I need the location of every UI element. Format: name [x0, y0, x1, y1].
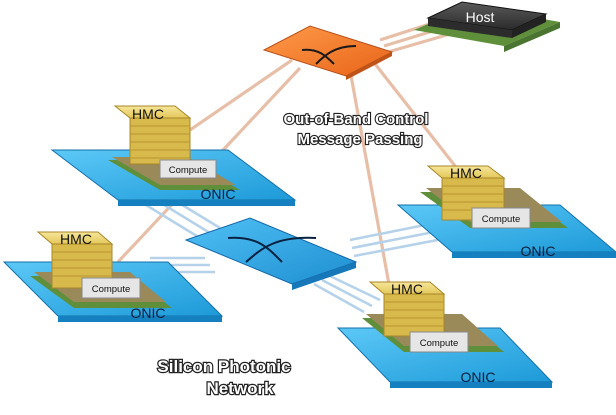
- compute-chip: [81, 277, 141, 299]
- control-link: [370, 59, 472, 186]
- network-label-line2: Network: [206, 379, 274, 398]
- hmc-label: HMC: [450, 165, 482, 181]
- control-switch-edge: [346, 52, 392, 80]
- hmc-label: HMC: [391, 281, 423, 297]
- crossbar-switch-icon: [227, 236, 317, 263]
- photonic-link: [353, 236, 449, 258]
- compute-label: Compute: [420, 338, 459, 349]
- hmc-top: [113, 105, 192, 119]
- node-top-left: HMC Compute ONIC: [50, 105, 297, 206]
- photonic-link: [321, 278, 373, 308]
- crossbar-switch-icon: [301, 45, 357, 65]
- photonic-switch: [184, 217, 358, 290]
- compute-label: Compute: [482, 214, 521, 225]
- network-annotation: Silicon Photonic Network: [156, 356, 292, 399]
- compute-chip: [409, 331, 469, 353]
- network-label-line1: Silicon Photonic: [157, 357, 290, 376]
- hmc-layers: [52, 251, 112, 277]
- photonic-switch-edge: [292, 262, 356, 290]
- host-chip-side: [512, 14, 546, 38]
- control-link: [348, 69, 392, 291]
- compute-chip: [471, 207, 531, 229]
- node-right: HMC Compute ONIC: [396, 165, 616, 259]
- host-board-edge: [504, 22, 560, 52]
- hmc-top: [36, 231, 114, 245]
- control-links: [116, 18, 472, 291]
- hmc-layers: [130, 125, 190, 159]
- control-link: [387, 32, 451, 54]
- hmc-top: [426, 165, 506, 179]
- node-bottom: HMC Compute ONIC: [336, 281, 554, 388]
- photonic-link: [329, 274, 381, 302]
- control-annotation: Out-of-Band Control Message Passing: [282, 110, 429, 149]
- control-switch-plate: [262, 25, 394, 77]
- compute-label: Compute: [92, 284, 131, 295]
- hmc-label: HMC: [132, 106, 164, 122]
- control-link: [189, 58, 293, 132]
- onic-label: ONIC: [461, 369, 496, 385]
- host-label: Host: [466, 9, 495, 25]
- board-edge: [452, 252, 616, 258]
- control-label-line1: Out-of-Band Control: [284, 111, 429, 128]
- control-switch: [262, 25, 394, 80]
- hmc-stack: [383, 293, 445, 337]
- compute-label: Compute: [169, 165, 208, 176]
- photonic-link: [351, 228, 445, 250]
- onic-label: ONIC: [131, 305, 166, 321]
- hmc-stack: [129, 117, 191, 165]
- hmc-layers: [384, 301, 444, 327]
- control-label-line2: Message Passing: [297, 131, 422, 148]
- board-edge: [58, 316, 222, 322]
- host-chip-front: [428, 18, 512, 38]
- compute-chip: [159, 159, 217, 179]
- onic-label: ONIC: [521, 243, 556, 259]
- node-left: HMC Compute ONIC: [2, 231, 224, 322]
- board-edge: [118, 200, 295, 206]
- board-edge: [390, 382, 552, 388]
- hmc-label: HMC: [60, 231, 92, 247]
- onic-label: ONIC: [201, 186, 236, 202]
- host: Host: [414, 1, 560, 52]
- hmc-top: [368, 281, 446, 295]
- photonic-link: [313, 282, 365, 314]
